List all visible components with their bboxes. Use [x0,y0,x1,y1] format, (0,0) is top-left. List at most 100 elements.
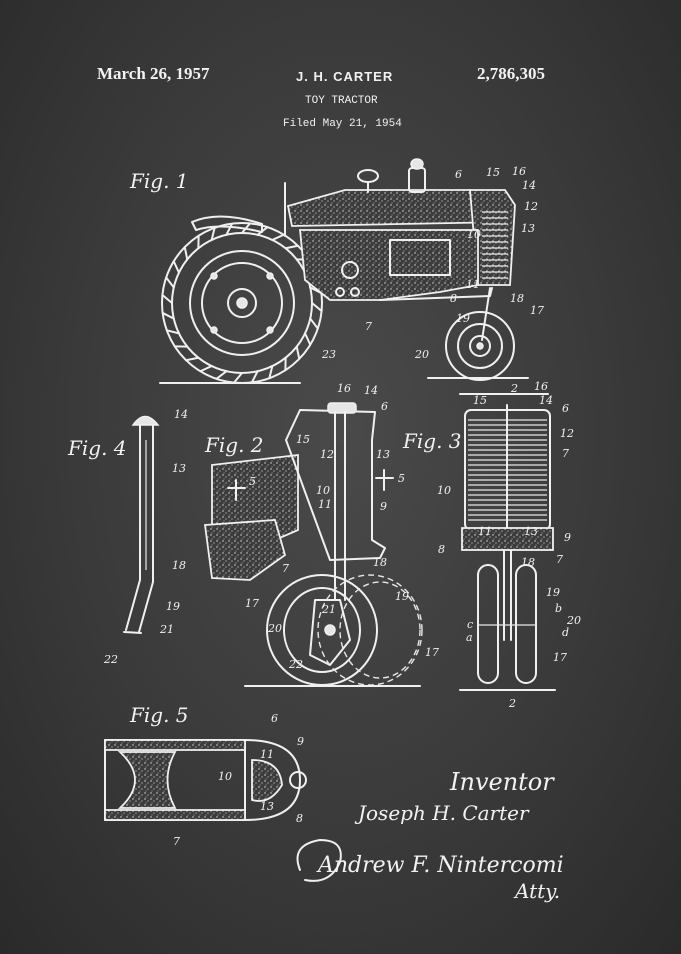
tread-bar [309,317,319,330]
tread-bar [165,276,175,289]
tread-bar [268,365,274,380]
lug-nut [210,272,218,280]
exhaust-stack [408,167,426,193]
front-frame [379,287,493,301]
fig1-reference-numeral: 23 [321,348,336,361]
filed-date: Filed May 21, 1954 [283,118,402,130]
rear-tire [161,222,323,384]
fig2-reference-numeral: 14 [364,384,378,397]
rod-tip [123,631,142,634]
fig1-reference-numeral: 14 [522,179,536,192]
hub-center [227,288,257,318]
fig2-reference-numeral: 5 [398,472,405,485]
attorney-abbrev: Atty. [513,879,560,903]
fig1-reference-numeral: 16 [512,165,526,178]
fig4-reference-numeral: 21 [159,623,174,636]
fig2-reference-numeral: 7 [282,562,289,575]
grille-lines [482,211,508,279]
tread-bar [172,260,180,274]
figure-4-label: Fig. 4 [67,436,127,460]
patent-date: March 26, 1957 [97,64,210,83]
fig3-reference-numeral: 15 [473,394,487,407]
bolt [350,287,360,297]
fig4-reference-numeral: 19 [166,600,180,613]
axle-housing [203,519,287,581]
fig3-reference-numeral: 6 [562,402,569,415]
fig1-reference-numeral: 13 [521,222,535,235]
bolt [335,287,345,297]
tread-bar [233,372,243,384]
rear-rim [189,250,295,356]
figure-1-label: Fig. 1 [129,169,189,193]
section-bottom [104,809,246,821]
engine-detail [389,239,451,276]
steering-cap [327,402,357,414]
fig4-reference-numeral: 14 [174,408,188,421]
engine-pulley [341,261,359,279]
tread-bar [295,345,301,360]
fig4-reference-numeral: 18 [172,559,186,572]
patent-title: TOY TRACTOR [305,95,378,107]
fig4-reference-numeral: 13 [172,462,186,475]
fig1-reference-numeral: 17 [530,304,544,317]
fig1-reference-numeral: 19 [456,312,470,325]
fig2-reference-numeral: 22 [288,658,303,671]
figure-3-label: Fig. 3 [402,429,462,453]
fig3-reference-numeral: 2 [510,382,518,395]
fig1-reference-numeral: 18 [510,292,524,305]
front-wheel-rim [283,587,361,673]
fig5-reference-numeral: 11 [260,748,274,761]
rod-knob [131,415,160,426]
fig3-reference-numeral: 16 [534,380,548,393]
front-base [461,527,554,551]
steering-wheel [357,169,379,183]
tread-bar [183,246,189,261]
fig3-reference-numeral: 11 [478,525,492,538]
fig2-reference-numeral: 5 [249,475,256,488]
tread-bar [161,311,175,320]
fig3-reference-numeral: c [467,618,473,631]
section-top [104,739,246,751]
front-strut [481,287,491,341]
nose-curve [244,739,301,821]
fig1-reference-numeral: 11 [466,278,480,291]
inventor-name-header: J. H. CARTER [296,69,394,84]
lug-nut [210,326,218,334]
fig5-reference-numeral: 8 [296,812,303,825]
figure-2-label: Fig. 2 [204,433,264,457]
tread-bar [241,222,251,234]
tread-bar [215,370,228,380]
fig2-reference-numeral: 9 [380,500,387,513]
fig2-reference-numeral: 12 [320,448,334,461]
fig4-reference-numeral: 22 [103,653,118,666]
front-hub [469,335,491,357]
fig3-reference-numeral: b [555,602,562,615]
front-tire [445,311,515,381]
fig1-reference-numeral: 20 [414,348,429,361]
fig2-reference-numeral: 17 [425,646,439,659]
fig2-reference-numeral: 11 [318,498,332,511]
tread-bar [271,233,285,241]
attorney-signature: Andrew F. Nintercomi [316,853,564,878]
fig3-reference-numeral: 20 [566,614,581,627]
rod-left-edge [125,424,141,631]
fig3-reference-numeral: 8 [438,543,445,556]
fig2-reference-numeral: 21 [321,603,336,616]
signature-block: Inventor Joseph H. Carter Andrew F. Nint… [296,768,564,903]
pivot [289,771,307,789]
fig3-reference-numeral: a [466,631,473,644]
fig3-reference-numeral: 2 [508,697,516,710]
figure-1: Fig. 1 [129,158,544,384]
tread-bar [311,302,323,312]
patent-number: 2,786,305 [477,64,545,83]
wheel-axle [324,624,336,636]
front-rim [457,323,503,369]
fig3-reference-numeral: 17 [553,651,567,664]
figure-5-label: Fig. 5 [129,703,189,727]
fig2-reference-numeral: 20 [267,622,282,635]
fig3-reference-numeral: 7 [556,553,563,566]
left-wheel [477,564,499,684]
